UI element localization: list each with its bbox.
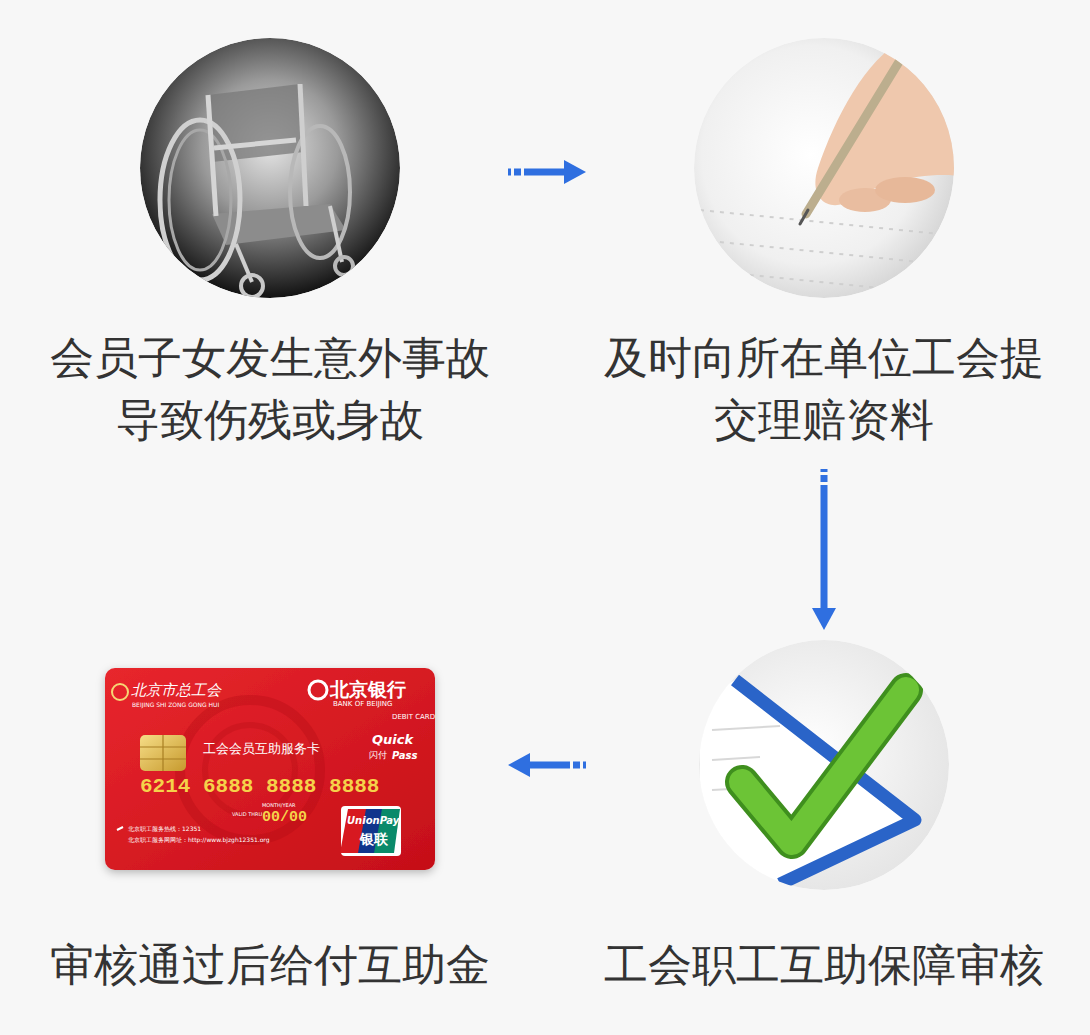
wheelchair-picture	[140, 38, 400, 298]
bank-logo	[309, 681, 327, 699]
step-caption: 及时向所在单位工会提 交理赔资料	[604, 327, 1044, 451]
card-text: 银联	[360, 832, 388, 846]
step-caption: 工会职工互助保障审核	[604, 934, 1044, 996]
card-text: 6214 6888 8888 8888	[140, 776, 379, 797]
card-pattern	[205, 725, 295, 815]
picture-ground	[140, 38, 400, 298]
card-text: VALID THRU	[232, 812, 262, 817]
card-text: BANK OF BEIJING	[333, 701, 392, 708]
flow-arrow	[508, 169, 566, 176]
card-chip	[140, 735, 186, 771]
card-text: 北京银行	[330, 680, 406, 699]
card-mark	[117, 827, 123, 830]
wheelchair-frame	[300, 84, 306, 206]
writing-hand-picture	[694, 38, 962, 298]
step-caption: 会员子女发生意外事故 导致伤残或身故	[50, 327, 490, 451]
paper-edge	[735, 680, 915, 884]
card-text: 00/00	[262, 810, 307, 825]
flow-arrow	[821, 469, 828, 610]
chip-lines	[140, 735, 186, 771]
finger	[875, 177, 935, 203]
pen	[806, 52, 905, 214]
check-mark	[742, 690, 906, 842]
hand	[815, 38, 962, 205]
paper	[700, 680, 915, 885]
card-text: UnionPay	[347, 816, 399, 826]
card-body	[105, 668, 435, 870]
wheelchair-wheel	[160, 120, 240, 280]
card-text: 北京职工服务网网址：http://www.bjzgh12351.org	[128, 837, 270, 843]
wheelchair-caster	[335, 257, 353, 275]
paper-lines	[700, 210, 950, 295]
wheelchair-frame	[208, 95, 216, 216]
picture-ground	[699, 640, 949, 890]
card-text: BEIJING SHI ZONG GONG HUI	[132, 702, 219, 708]
pen-tip	[800, 210, 808, 224]
card-text: 闪付	[369, 751, 387, 760]
wheelchair-rim	[169, 130, 231, 270]
card-text: 工会会员互助服务卡	[203, 742, 320, 755]
wheelchair-frame	[330, 206, 342, 262]
step-node: 会员子女发生意外事故 导致伤残或身故	[42, 38, 498, 459]
card-text: MONTH/YEAR	[262, 803, 296, 808]
card-text: Quick	[372, 733, 413, 746]
wheelchair-armrest	[214, 140, 296, 148]
wheelchair-caster	[241, 275, 263, 297]
card-text: 北京市总工会	[131, 683, 221, 698]
bank-card-picture	[105, 668, 435, 870]
union-logo	[112, 684, 128, 700]
card-text: 北京职工服务热线：12351	[128, 826, 201, 832]
unionpay-logo	[341, 806, 401, 856]
check-picture	[699, 640, 949, 890]
wheelchair-wheel	[290, 126, 350, 258]
check-mark-shade	[742, 690, 906, 842]
step-caption: 审核通过后给付互助金	[50, 934, 490, 996]
flow-arrow	[528, 762, 586, 769]
card-text: DEBIT CARD	[392, 714, 435, 721]
step-node: 及时向所在单位工会提 交理赔资料	[596, 38, 1052, 459]
card-pattern	[180, 700, 320, 840]
step-node: 工会职工互助保障审核	[596, 640, 1052, 1004]
card-text: Pass	[392, 751, 417, 761]
